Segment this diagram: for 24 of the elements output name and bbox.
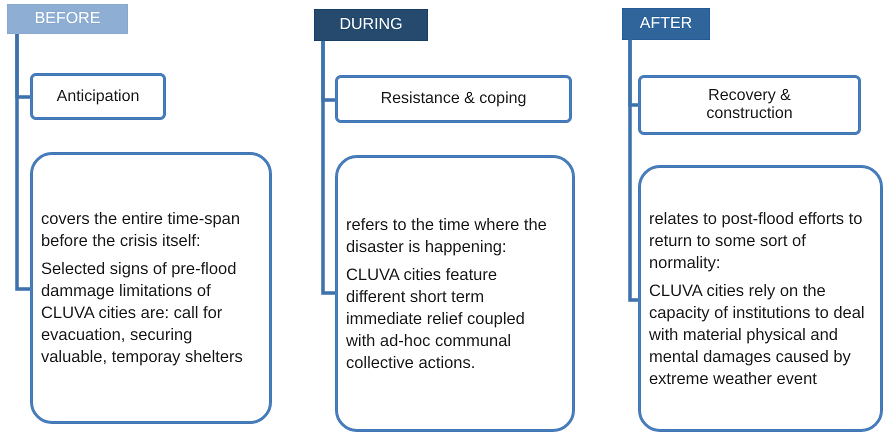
description-text: Selected signs of pre-flood dammage limitations of CLUVA cities are: call for evacuation, securing valuable, temporay shelters: [41, 259, 244, 368]
description-text: relates to post-flood efforts to return to some sort of normality:: [649, 208, 864, 274]
connector-line: [321, 41, 335, 295]
stage-box: [638, 75, 861, 135]
stage-box: [335, 75, 572, 123]
description-text: CLUVA cities rely on the capacity of institutions to deal with material physical and mental damages caused by extreme weather event: [649, 280, 866, 390]
phase-tab: [622, 8, 710, 40]
phase-label: DURING: [339, 16, 403, 34]
description-text: covers the entire time-span before the crisis itself:: [41, 209, 242, 252]
phase-tab: [314, 9, 428, 41]
phase-tab: [7, 4, 128, 34]
phase-label: BEFORE: [34, 10, 100, 28]
stage-box: [30, 73, 166, 120]
stage-label: Resistance & coping: [380, 90, 526, 108]
description-text: refers to the time where the disaster is happening:: [346, 214, 548, 258]
stage-label: Anticipation: [56, 88, 140, 106]
description-box: [638, 165, 883, 432]
connector-line: [15, 34, 30, 291]
stage-label: Recovery & construction: [705, 87, 794, 123]
connector-line: [628, 40, 638, 302]
description-box: [335, 155, 575, 432]
description-text: CLUVA cities feature different short term immediate relief coupled with ad-hoc communal collective actions.: [346, 264, 526, 374]
description-box: [30, 152, 272, 424]
phase-label: AFTER: [640, 15, 692, 33]
